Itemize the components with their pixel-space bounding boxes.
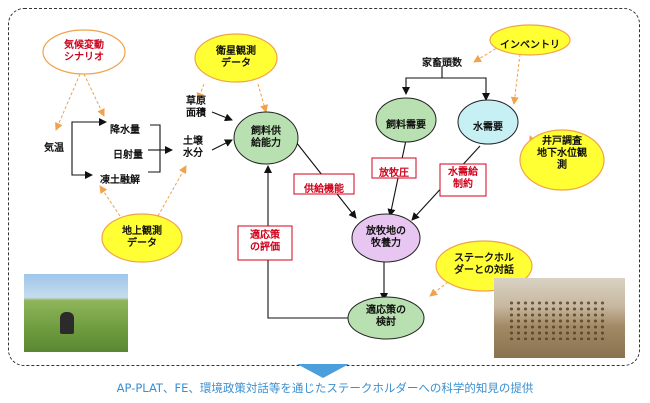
grazing-capacity-label: 放牧地の牧養力: [365, 224, 406, 249]
grazing-pressure-box: 放牧圧: [371, 157, 417, 179]
down-arrow-icon: [297, 364, 349, 378]
precipitation-label: 降水量: [110, 123, 140, 136]
water-constraint-box: 水需給制約: [439, 163, 487, 197]
adaptation-evaluation-box: 適応策の評価: [237, 225, 293, 261]
grazing-pressure-label: 放牧圧: [378, 166, 409, 179]
well-survey-node: 井戸調査地下水位観測: [519, 129, 605, 191]
livestock-count-label: 家畜頭数: [422, 56, 463, 69]
bottom-banner: AP-PLAT、FE、環境政策対話等を通じたステークホルダーへの科学的知見の提供: [116, 381, 534, 395]
temperature-label: 気温: [43, 141, 64, 154]
ground-data-label: 地上観測データ: [122, 224, 162, 249]
climate-scenario-node: 気候変動シナリオ: [42, 29, 126, 75]
satellite-data-node: 衛星観測データ: [194, 33, 278, 83]
supply-function-label: 供給機能: [303, 182, 344, 195]
grazing-capacity-node: 放牧地の牧養力: [351, 213, 421, 263]
soil-moisture-label: 土壌水分: [182, 134, 204, 159]
permafrost-thaw-label: 凍土融解: [100, 173, 140, 186]
adaptation-review-label: 適応策の検討: [366, 303, 406, 328]
adaptation-review-node: 適応策の検討: [347, 296, 425, 340]
feed-demand-node: 飼料需要: [375, 97, 437, 143]
feed-capacity-label: 飼料供給能力: [250, 124, 281, 149]
feed-demand-label: 飼料需要: [385, 118, 426, 131]
well-survey-label: 井戸調査地下水位観測: [537, 134, 587, 171]
adaptation-evaluation-label: 適応策の評価: [250, 228, 281, 253]
photo-grassland-observer: [24, 274, 128, 352]
sunshine-label: 日射量: [113, 148, 143, 161]
ground-data-node: 地上観測データ: [101, 213, 183, 263]
satellite-data-label: 衛星観測データ: [215, 44, 256, 69]
climate-scenario-label: 気候変動シナリオ: [63, 38, 104, 63]
grassland-area-label: 草原面積: [186, 94, 207, 119]
observer-figure: [60, 312, 74, 334]
water-demand-label: 水需要: [472, 120, 503, 133]
livestock-dots: [508, 300, 608, 340]
water-constraint-label: 水需給制約: [447, 165, 479, 190]
water-demand-node: 水需要: [457, 99, 519, 145]
inventory-node: インベントリ: [489, 24, 571, 56]
inventory-label: インベントリ: [500, 39, 560, 51]
feed-capacity-node: 飼料供給能力: [233, 111, 299, 165]
stakeholder-dialogue-label: ステークホルダーとの対話: [454, 252, 514, 276]
supply-function-box: 供給機能: [293, 173, 355, 195]
